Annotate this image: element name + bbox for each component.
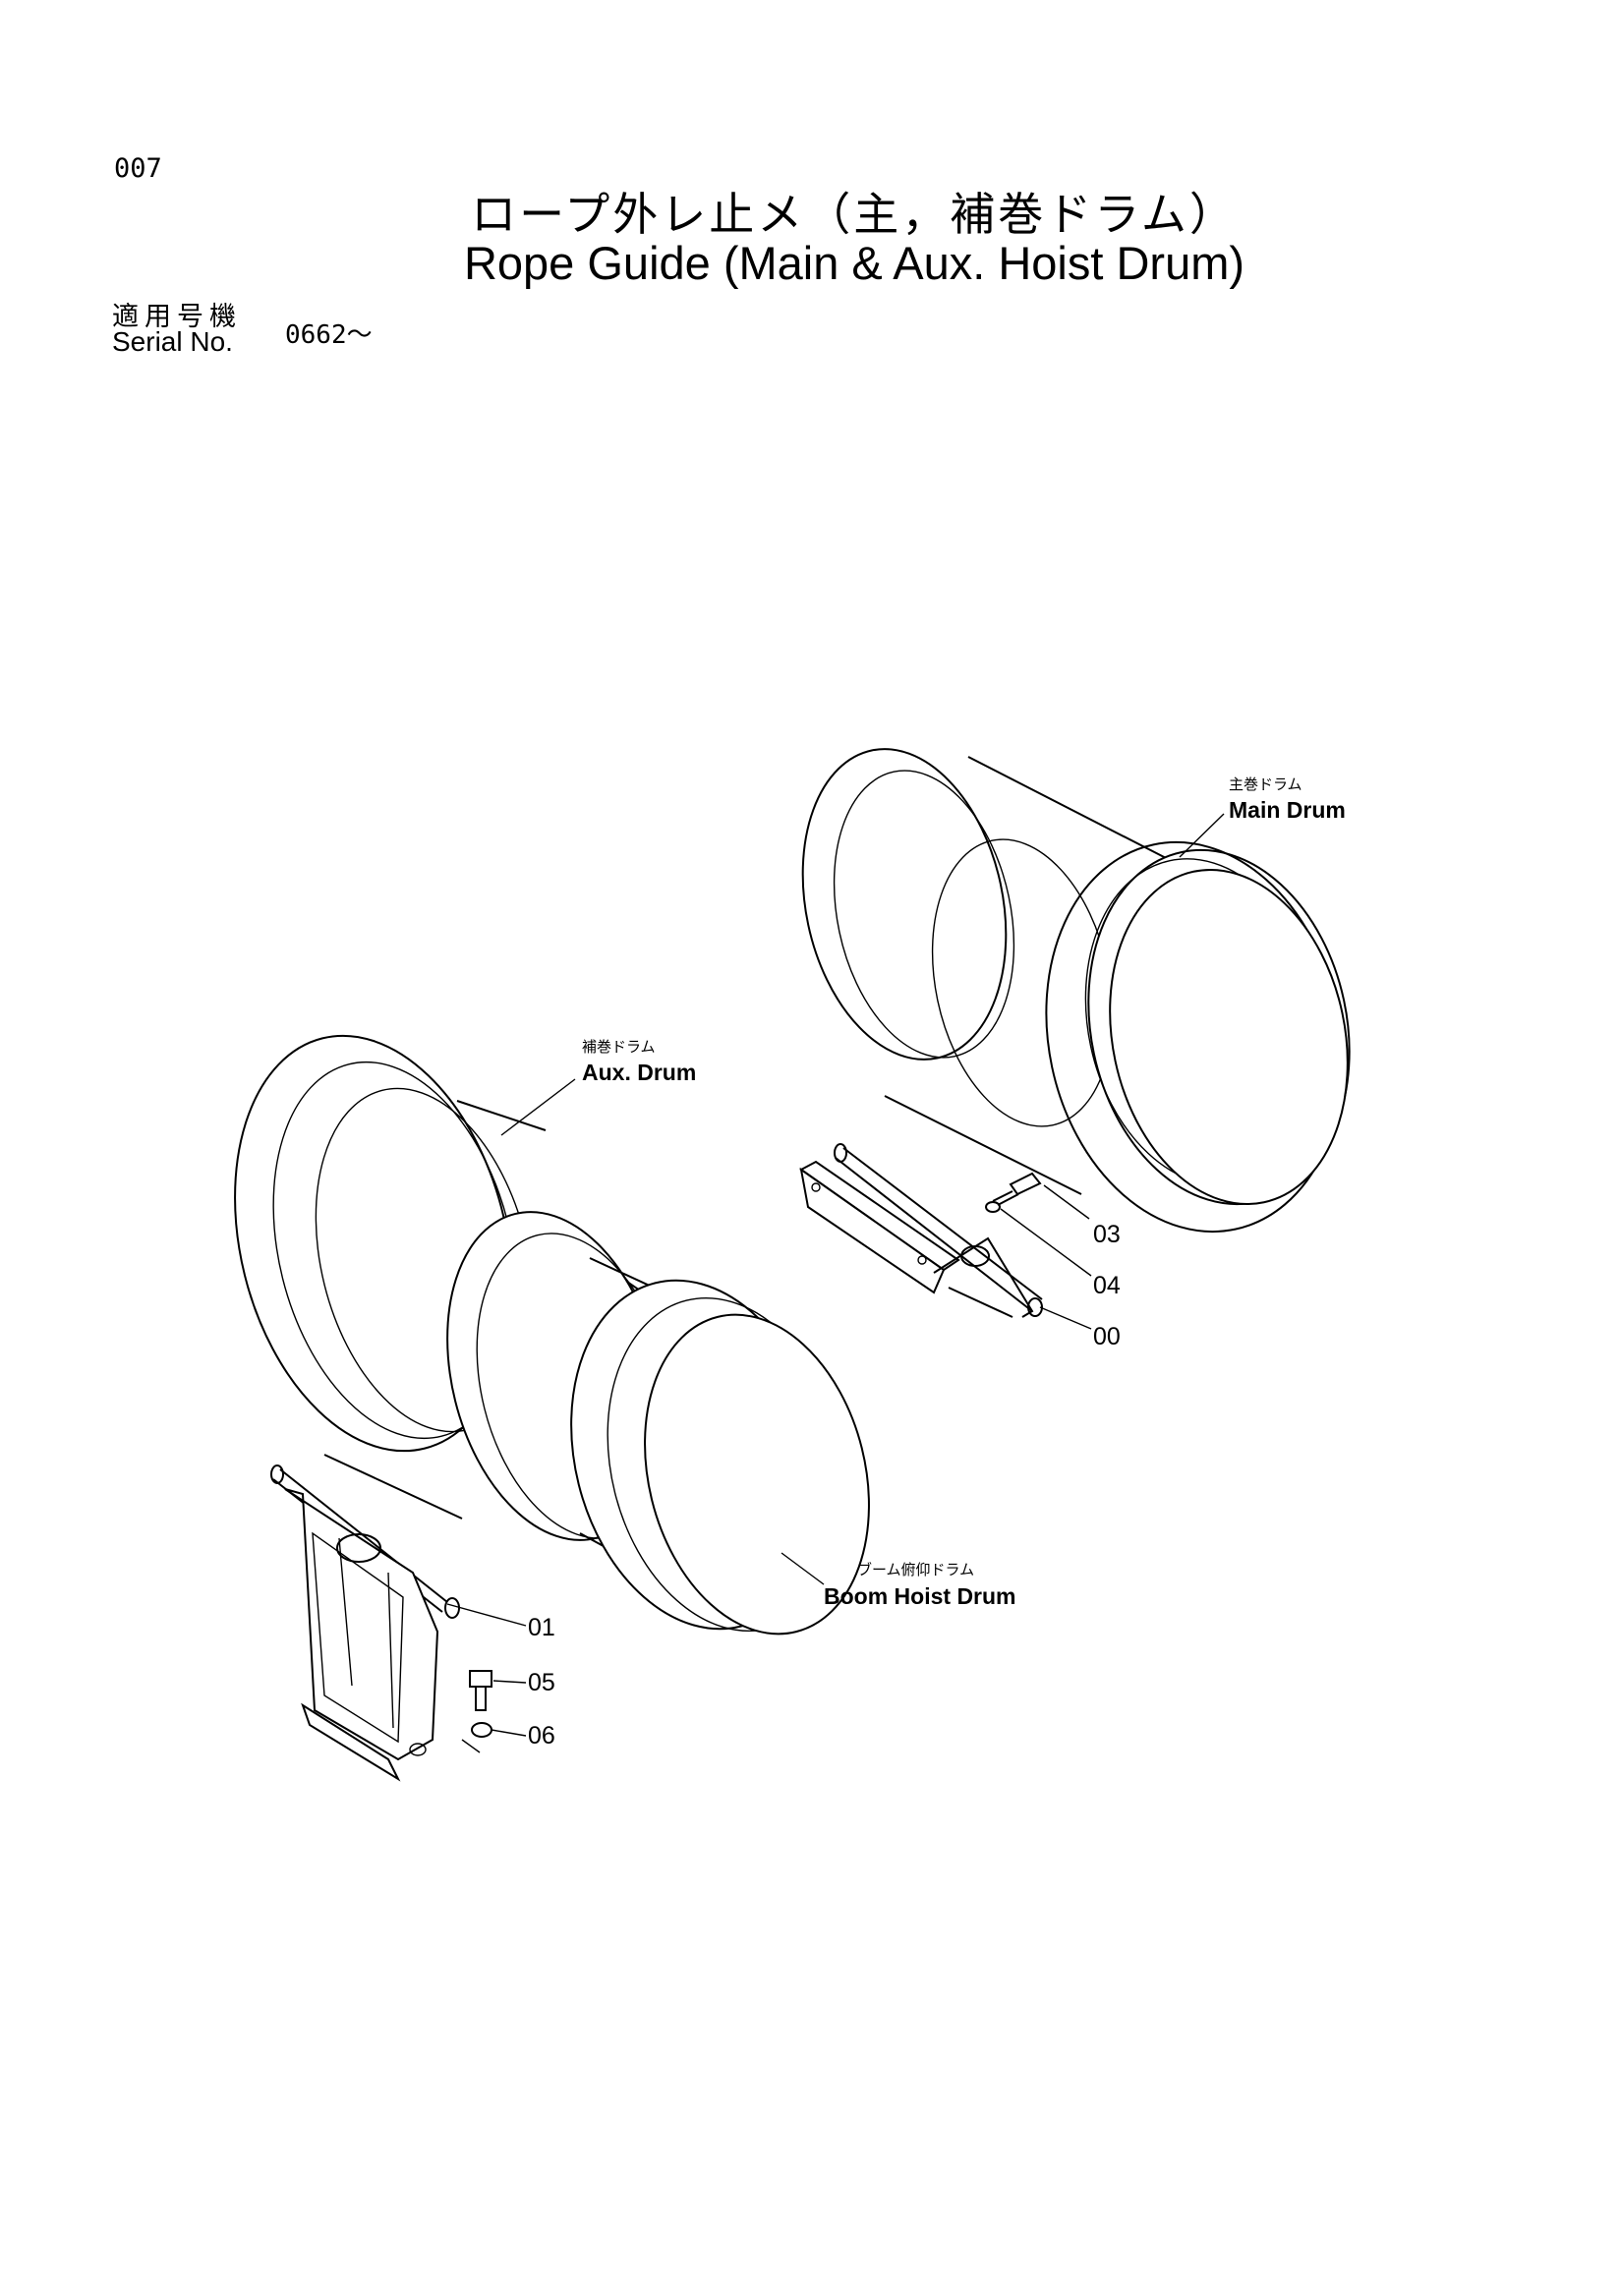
aux-drum-leader [500, 1078, 576, 1136]
serial-label-en: Serial No. [112, 326, 233, 357]
leader-04 [1000, 1208, 1092, 1277]
leader-03 [1043, 1184, 1090, 1220]
main-drum-label-jp: 主巻ドラム [1229, 775, 1302, 793]
bolt-05 [469, 1670, 492, 1711]
leader-06 [491, 1729, 527, 1737]
leader-05 [492, 1680, 527, 1684]
part-number-05: 05 [528, 1669, 555, 1696]
part-number-00: 00 [1093, 1323, 1121, 1350]
aux-drum [234, 1034, 870, 1636]
main-drum-label-en: Main Drum [1229, 797, 1346, 823]
part-number-06: 06 [528, 1722, 555, 1750]
aux-drum-label-en: Aux. Drum [582, 1060, 696, 1085]
page-title-jp: ロープ外レ止メ（主，補巻ドラム） [471, 188, 1238, 241]
bolt-03 [992, 1172, 1042, 1206]
leader-00 [1039, 1306, 1092, 1330]
leader-01 [446, 1603, 527, 1627]
rope-guide-bracket-00 [799, 1143, 1043, 1318]
serial-label-jp: 適用号機 [112, 302, 242, 332]
part-number-01: 01 [528, 1614, 555, 1641]
page-number: 007 [114, 153, 162, 184]
part-number-04: 04 [1093, 1272, 1121, 1299]
rope-guide-bracket-01 [270, 1464, 460, 1782]
aux-drum-label-jp: 補巻ドラム [582, 1038, 656, 1056]
main-drum [801, 748, 1351, 1234]
boom-drum-leader [781, 1552, 825, 1585]
washer-06 [461, 1722, 492, 1753]
washer-04 [985, 1201, 1001, 1213]
main-drum-leader [1179, 813, 1225, 858]
serial-value: 0662～ [285, 320, 373, 350]
boom-drum-label-en: Boom Hoist Drum [824, 1583, 1016, 1609]
page-title-en: Rope Guide (Main & Aux. Hoist Drum) [463, 237, 1245, 289]
boom-drum-label-jp: ブーム俯仰ドラム [857, 1561, 974, 1578]
part-number-03: 03 [1093, 1221, 1121, 1248]
